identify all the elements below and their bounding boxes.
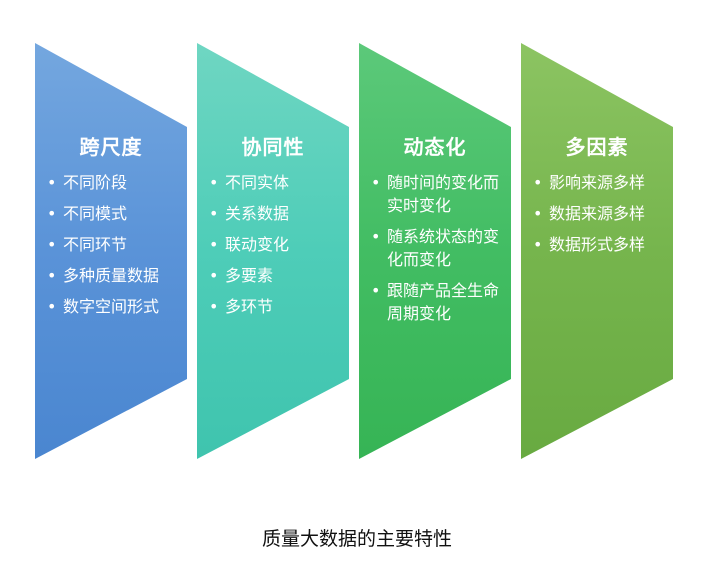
panel-dynamic: 动态化 随时间的变化而实时变化 随系统状态的变化而变化 跟随产品全生命周期变化 (359, 43, 511, 459)
panel-collaborative: 协同性 不同实体 关系数据 联动变化 多要素 多环节 (197, 43, 349, 459)
list-item: 随系统状态的变化而变化 (371, 225, 505, 271)
list-item: 关系数据 (209, 202, 343, 225)
panel-title: 多因素 (565, 135, 629, 159)
list-item: 数字空间形式 (47, 295, 181, 318)
panel-cross-scale: 跨尺度 不同阶段 不同模式 不同环节 多种质量数据 数字空间形式 (35, 43, 187, 459)
list-item: 多环节 (209, 295, 343, 318)
list-item: 跟随产品全生命周期变化 (371, 279, 505, 325)
list-item: 不同阶段 (47, 171, 181, 194)
list-item: 随时间的变化而实时变化 (371, 171, 505, 217)
list-item: 不同环节 (47, 233, 181, 256)
panel-title: 跨尺度 (79, 135, 143, 159)
list-item: 多种质量数据 (47, 264, 181, 287)
list-item: 联动变化 (209, 233, 343, 256)
list-item: 数据来源多样 (533, 202, 667, 225)
panel-title: 协同性 (241, 135, 305, 159)
list-item: 数据形式多样 (533, 233, 667, 256)
list-item: 不同模式 (47, 202, 181, 225)
list-item: 影响来源多样 (533, 171, 667, 194)
panel-title: 动态化 (403, 135, 467, 159)
panel-item-list: 随时间的变化而实时变化 随系统状态的变化而变化 跟随产品全生命周期变化 (371, 171, 505, 333)
figure-caption: 质量大数据的主要特性 (261, 528, 452, 550)
panel-item-list: 不同阶段 不同模式 不同环节 多种质量数据 数字空间形式 (47, 171, 181, 326)
panel-multi-factor: 多因素 影响来源多样 数据来源多样 数据形式多样 (521, 43, 673, 459)
panel-item-list: 影响来源多样 数据来源多样 数据形式多样 (533, 171, 667, 264)
list-item: 不同实体 (209, 171, 343, 194)
list-item: 多要素 (209, 264, 343, 287)
panel-item-list: 不同实体 关系数据 联动变化 多要素 多环节 (209, 171, 343, 326)
